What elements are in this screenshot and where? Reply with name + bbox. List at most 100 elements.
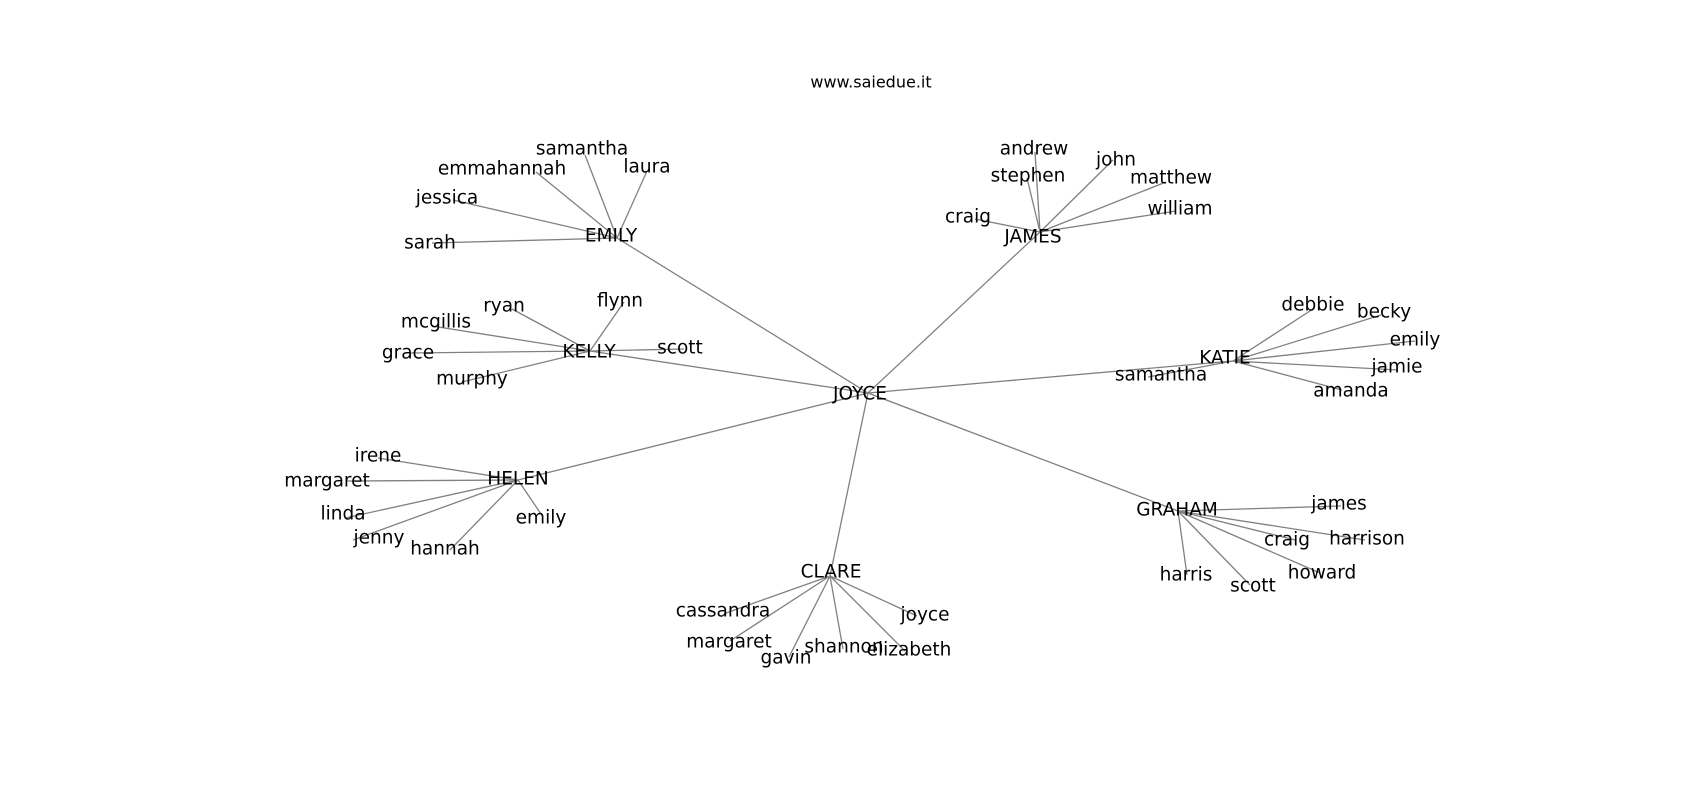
edge-clare_hub-c_cassandra [725,575,831,614]
edge-graham_hub-g_craig [1177,510,1296,541]
node-label-c-margaret: margaret [686,632,772,653]
edge-james_hub-j_stephen [1026,177,1041,233]
edge-james_hub-j_craig [974,218,1041,233]
node-label-g-howard: howard [1288,563,1357,584]
edge-root-katie_hub [867,360,1234,394]
node-label-t-debbie: debbie [1281,295,1344,316]
edge-helen_hub-h_margaret [345,479,519,482]
edge-root-emily_hub [616,237,869,394]
node-label-h-emily: emily [516,508,567,529]
edge-kelly_hub-k_mcgillis [431,325,591,352]
edge-helen_hub-h_hannah [449,479,519,551]
node-label-g-scott: scott [1230,576,1276,597]
edge-katie_hub-t_samantha [1147,360,1234,378]
node-label-c-elizabeth: elizabeth [867,640,952,661]
node-label-graham-hub: GRAHAM [1136,500,1218,521]
node-label-layer: JOYCE EMILY JAMES KELLY KATIE HELEN CLARE GRAHA… [284,139,1440,669]
node-label-j-stephen: stephen [991,166,1066,187]
node-label-e-samantha: samantha [536,139,628,160]
edge-james_hub-j_john [1039,159,1114,233]
edge-katie_hub-t_amanda [1232,360,1343,391]
edge-emily_hub-e_emmahannah [535,171,618,239]
edge-graham_hub-g_howard [1177,510,1321,574]
edge-layer [344,151,1416,658]
node-label-t-samantha: samantha [1115,365,1207,386]
node-label-e-sarah: sarah [404,233,456,254]
edge-kelly_hub-k_scott [589,348,685,352]
node-label-k-flynn: flynn [597,291,643,312]
node-label-j-craig: craig [945,207,991,228]
edge-katie_hub-t_becky [1232,314,1382,362]
node-label-k-murphy: murphy [436,369,508,390]
edge-root-kelly_hub [589,350,869,394]
edge-helen_hub-h_jenny [352,479,519,541]
edge-james_hub-j_matthew [1039,181,1167,233]
edge-clare_hub-c_margaret [729,575,831,642]
site-title: www.saiedue.it [810,73,931,92]
node-label-h-margaret: margaret [284,471,370,492]
edge-clare_hub-c_gavin [788,575,831,658]
node-label-g-harris: harris [1160,565,1213,586]
node-label-c-shannon: shannon [804,637,883,658]
node-label-c-cassandra: cassandra [676,601,771,622]
edge-emily_hub-e_laura [616,170,648,239]
node-label-k-scott: scott [657,338,703,359]
node-label-t-amanda: amanda [1313,381,1389,402]
edge-graham_hub-g_james [1177,505,1342,512]
edge-james_hub-j_william [1039,210,1177,233]
node-label-k-grace: grace [382,343,434,364]
edge-emily_hub-e_samantha [584,154,618,239]
node-label-g-craig: craig [1264,530,1310,551]
node-label-h-hannah: hannah [410,539,480,560]
edge-root-clare_hub [829,392,869,577]
node-label-h-jenny: jenny [353,528,405,549]
edge-clare_hub-c_shannon [829,575,844,650]
node-label-j-andrew: andrew [1000,139,1069,160]
node-label-t-emily: emily [1390,330,1441,351]
edge-kelly_hub-k_flynn [589,301,625,352]
node-label-e-emmahannah: emmahannah [438,159,566,180]
node-label-g-harrison: harrison [1329,529,1405,550]
edge-graham_hub-g_harris [1177,510,1188,576]
node-label-clare-hub: CLARE [801,562,862,583]
node-label-root: JOYCE [832,384,887,405]
node-label-h-linda: linda [320,504,365,525]
edge-kelly_hub-k_murphy [461,350,591,383]
node-label-k-mcgillis: mcgillis [401,312,471,333]
node-label-helen-hub: HELEN [487,469,548,490]
node-label-g-james: james [1310,494,1367,515]
edge-root-graham_hub [867,392,1179,512]
node-label-c-gavin: gavin [761,648,812,669]
edge-helen_hub-h_irene [377,457,519,481]
edge-helen_hub-h_linda [344,479,519,519]
edge-kelly_hub-k_grace [409,350,591,354]
edge-emily_hub-e_sarah [431,237,618,244]
edge-katie_hub-t_emily [1232,340,1416,362]
edge-katie_hub-t_jamie [1232,360,1399,371]
node-label-j-william: william [1147,199,1212,220]
edge-katie_hub-t_debbie [1232,308,1314,362]
node-label-james-hub: JAMES [1003,227,1061,248]
edge-james_hub-j_andrew [1034,151,1041,233]
node-label-kelly-hub: KELLY [562,342,616,363]
node-label-h-irene: irene [355,446,402,467]
edge-helen_hub-h_emily [517,479,542,515]
node-label-katie-hub: KATIE [1199,348,1250,369]
node-label-j-matthew: matthew [1130,168,1212,189]
node-label-j-john: john [1095,150,1136,171]
edge-clare_hub-c_joyce [829,575,918,617]
node-label-e-laura: laura [623,157,670,178]
edge-graham_hub-g_scott [1177,510,1251,586]
node-label-k-ryan: ryan [483,296,525,317]
edge-root-helen_hub [517,392,869,481]
edge-root-james_hub [867,231,1041,394]
node-label-t-becky: becky [1357,302,1411,323]
node-label-c-joyce: joyce [900,605,950,626]
node-label-e-jessica: jessica [415,188,478,209]
edge-graham_hub-g_harrison [1177,510,1366,541]
node-label-t-jamie: jamie [1370,357,1422,378]
node-label-emily-hub: EMILY [585,226,638,247]
edge-clare_hub-c_elizabeth [829,575,906,652]
edge-emily_hub-e_jessica [452,199,618,239]
